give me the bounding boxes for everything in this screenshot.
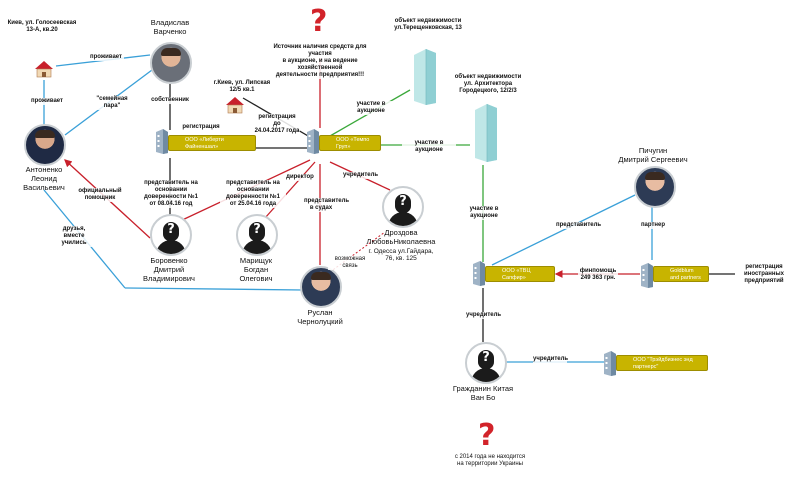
chinese-avatar: ? — [465, 342, 507, 384]
edge-label-friends: друзья, вместе учились — [52, 226, 96, 247]
chinese-name: Гражданин Китая Ван Бо — [452, 384, 514, 402]
edge-label-registration: регистрация — [181, 124, 221, 131]
question-mark-bottom-icon: ? — [478, 418, 496, 453]
chernolutsky-avatar — [300, 266, 342, 308]
edge-label-family: "семейная пара" — [88, 96, 136, 110]
edge-label-rep-1: представитель на основании доверенности … — [138, 180, 204, 208]
gorodetskogo-address: объект недвижимости ул. Архитектора Горо… — [454, 74, 522, 94]
tempo-company: ООО «Темпо Груп» 40436569 — [319, 135, 381, 157]
goldblum-building-icon — [641, 263, 653, 288]
edge-label-founder-1: учредитель — [343, 172, 379, 179]
question-mark-top-icon: ? — [310, 4, 328, 39]
trade-company: ООО "Трэйдбизнес энд партнерс" — [616, 355, 708, 371]
edge-label-source: Источник наличия средств для участия в а… — [262, 44, 378, 79]
edge-label-courts: представитель в судах — [304, 198, 350, 212]
lipskaya-house-icon — [226, 97, 244, 114]
pichugin-avatar — [634, 166, 676, 208]
not-in-ukraine-note: с 2014 года не находится на территории У… — [454, 454, 526, 467]
edge-label-auction-2: участие в аукционе — [402, 140, 456, 154]
edge-label-founder-3: учредитель — [533, 356, 569, 363]
drozdova-avatar: ? — [382, 186, 424, 228]
edge-label-auction-1: участие в аукционе — [344, 101, 398, 115]
edge-friends-2 — [124, 287, 304, 291]
gorodetskogo-tower-icon — [475, 104, 497, 162]
odessa-address: г. Одесса ул.Гайдара, 76, кв. 125 — [368, 248, 434, 262]
antonenko-avatar — [24, 124, 66, 166]
edge-pichugin-tvs — [491, 194, 636, 266]
pichugin-name: Пичугин Дмитрий Сергеевич — [618, 146, 688, 164]
edge-label-owner: собственник — [150, 97, 190, 104]
goldblum-company: Goldblum and partners LLP — [653, 266, 709, 288]
edge-label-director: директор — [286, 174, 314, 181]
edge-label-reg-until: регистрация до 24.04.2017 года — [254, 114, 300, 135]
tvs-company: ООО «ТВЦ Сапфир» 38560839 — [485, 266, 555, 288]
varchenko-name: Владислав Варченко — [150, 18, 190, 36]
liberty-company: ООО «Либерти Файненшал» 40411591 — [168, 135, 256, 157]
edge-label-financial-aid: финпомощь 249 363 грн. — [578, 268, 618, 282]
borovenko-avatar: ? — [150, 214, 192, 256]
tereshchenko-address: объект недвижимости ул.Терещенковская, 1… — [394, 18, 462, 31]
edge-label-representative: представитель — [556, 222, 602, 229]
edge-label-foreign-reg: регистрация иностранных предприятий — [736, 264, 792, 285]
edge-label-founder-2: учредитель — [466, 312, 502, 319]
chernolutsky-name: Руслан Чернолуцкий — [297, 308, 343, 326]
edge-label-partner: партнер — [638, 222, 668, 229]
trade-building-icon — [604, 351, 616, 376]
edge-label-auction-3: участие в аукционе — [468, 206, 500, 220]
borovenko-name: Боровенко Дмитрий Владимирович — [143, 256, 195, 283]
marishchuk-name: Марищук Богдан Олегович — [239, 256, 273, 283]
marishchuk-avatar: ? — [236, 214, 278, 256]
varchenko-avatar — [150, 42, 192, 84]
edge-possible — [329, 231, 386, 273]
lipskaya-address: г.Киев, ул. Липская 12/5 кв.1 — [213, 80, 271, 93]
home-house-icon — [35, 61, 53, 78]
edge-label-rep-2: представитель на основании доверенности … — [220, 180, 286, 208]
edge-label-lives-2: проживает — [30, 98, 64, 105]
edge-label-possible: возможная связь — [328, 256, 372, 270]
edge-tempo-marishchuk — [264, 161, 316, 219]
edge-label-lives-1: проживает — [88, 54, 124, 61]
tvs-building-icon — [473, 261, 485, 286]
drozdova-name: Дроздова ЛюбовьНиколаевна — [366, 228, 436, 246]
tereshchenko-tower-icon — [414, 49, 436, 105]
tempo-building-icon — [307, 129, 319, 154]
home-address: Киев, ул. Голосеевская 13-А, кв.20 — [7, 20, 77, 33]
edge-label-official-helper: официальный помощник — [78, 188, 122, 202]
antonenko-name: Антоненко Леонид Васильевич — [23, 165, 65, 192]
liberty-building-icon — [156, 129, 168, 154]
